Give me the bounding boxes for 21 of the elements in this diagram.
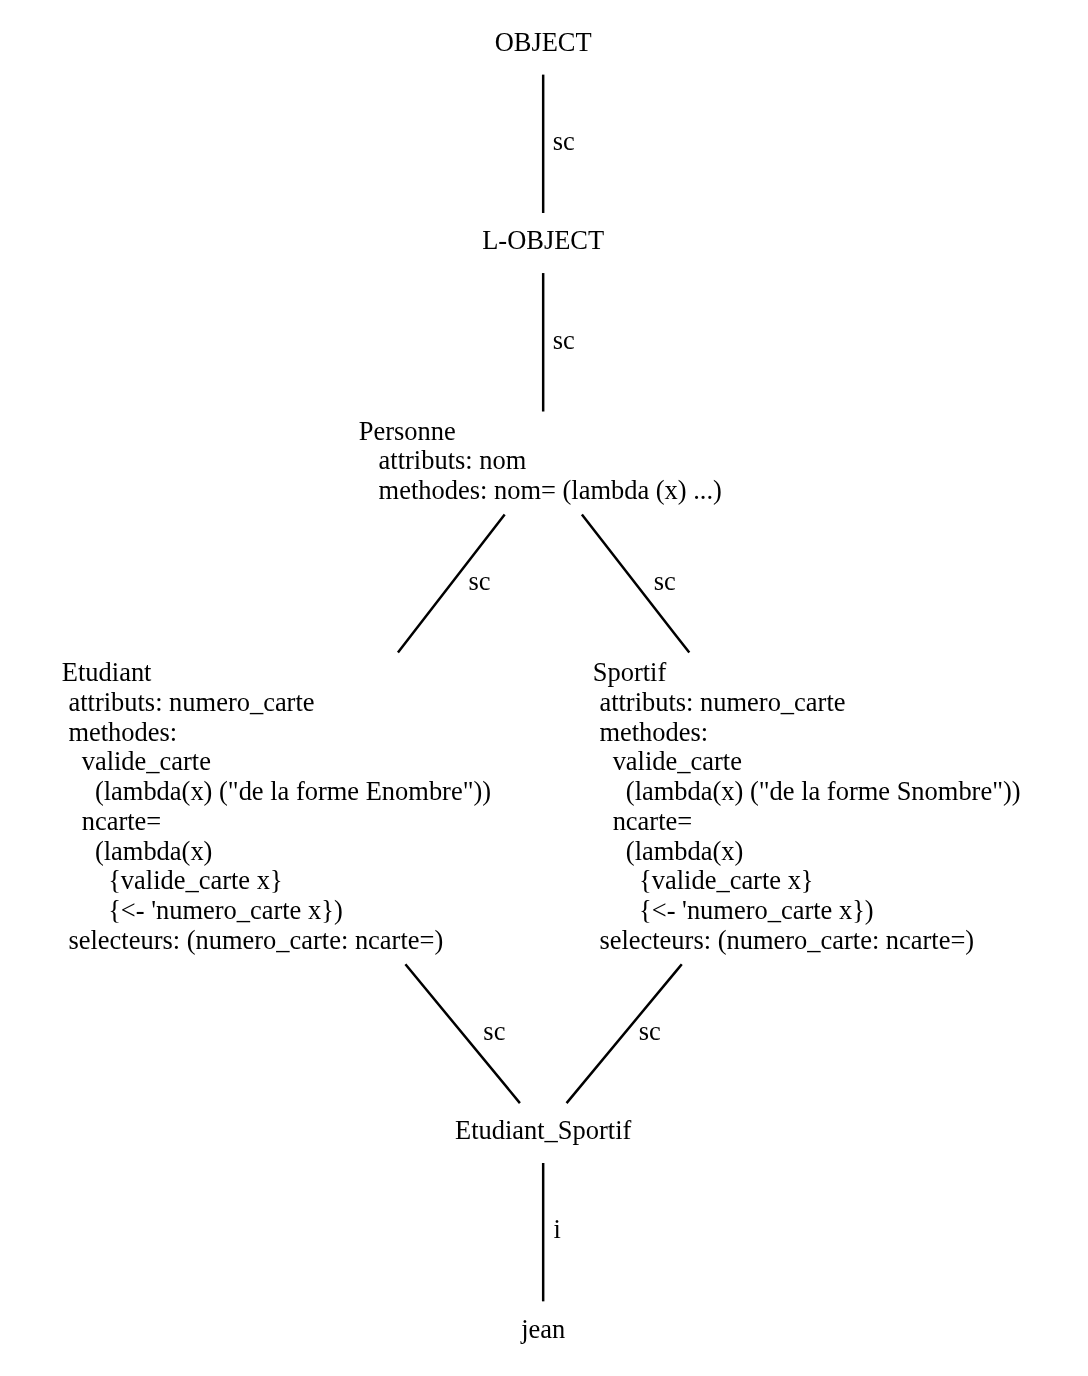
- node-text: Personne attributs: nom methodes: nom= (lambda (x) ...): [358, 415, 722, 506]
- node-text: Etudiant_Sportif: [455, 1115, 632, 1146]
- connector: [404, 963, 521, 1104]
- node-text: Sportif attributs: numero_carte methodes: valide_carte (lambda(x) ("de la forme Snombre")) ncarte= (lambda(x) {valide_carte x} {<- 'numero_carte x}) selecteurs: (numero_carte: ncarte=): [592, 657, 1021, 956]
- edge-label: sc: [468, 566, 491, 597]
- edge-label: sc: [483, 1015, 506, 1046]
- edge-label: sc: [653, 566, 676, 597]
- connector: [580, 513, 691, 654]
- node-text: OBJECT: [494, 26, 592, 57]
- edge-label: sc: [552, 126, 575, 157]
- node-text: Etudiant attributs: numero_carte methodes: valide_carte (lambda(x) ("de la forme Enombre")) ncarte= (lambda(x) {valide_carte x} {<- 'numero_carte x}) selecteurs: (numero_carte: ncarte=): [61, 657, 492, 956]
- node-text: jean: [521, 1313, 566, 1344]
- connector: [541, 1162, 545, 1302]
- edge-label: sc: [638, 1015, 661, 1046]
- connector: [541, 74, 545, 213]
- connector: [396, 513, 506, 654]
- node-text: L-OBJECT: [482, 225, 605, 256]
- edge-label: i: [553, 1214, 561, 1245]
- connector: [565, 963, 683, 1104]
- edge-label: sc: [552, 324, 575, 355]
- connector: [541, 273, 545, 412]
